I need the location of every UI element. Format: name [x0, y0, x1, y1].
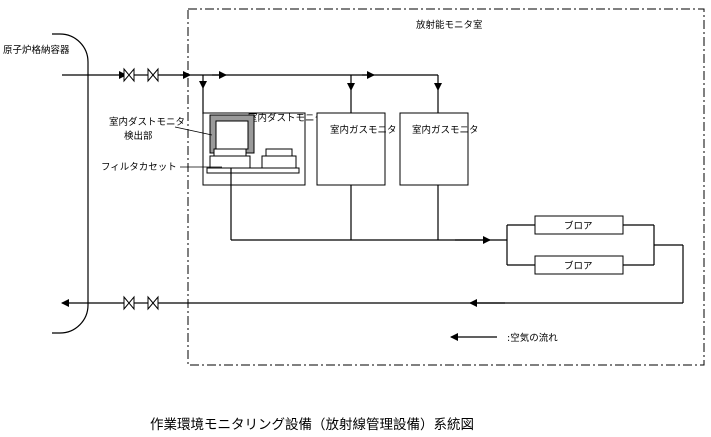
spare-cassette-top [265, 148, 293, 157]
filter-cassette-top [213, 148, 247, 157]
gas-monitor-1-box [316, 112, 386, 186]
gas-monitor-2-box [399, 112, 469, 186]
valve-icon [123, 295, 135, 311]
monitor-room-label: 放射能モニタ室 [416, 19, 483, 31]
blower-2-label: ブロア [564, 260, 593, 272]
gas-monitor-2-label: 室内ガスモニタ [412, 124, 479, 136]
valve-icon [147, 295, 159, 311]
gas-monitor-1-label: 室内ガスモニタ [330, 124, 397, 136]
monitor-room-boundary [187, 8, 705, 366]
legend-label: :空気の流れ [507, 332, 558, 344]
dust-detector-leader [174, 126, 213, 136]
spare-cassette-base [261, 155, 297, 169]
blower-1-label: ブロア [564, 220, 593, 232]
diagram-caption: 作業環境モニタリング設備（放射線管理設備）系統図 [150, 417, 474, 433]
dust-detector-label-line2: 検出部 [124, 130, 153, 142]
valve-icon [147, 67, 159, 83]
filter-cassette-base [209, 155, 251, 169]
containment-label: 原子炉格納容器 [3, 44, 70, 56]
valve-icon [123, 67, 135, 83]
filter-cassette-label: フィルタカセット [101, 162, 177, 173]
detector-window [215, 120, 249, 150]
dust-detector-label-line1: 室内ダストモニタ [109, 116, 185, 128]
dust-monitor-label: 室内ダストモニタ [248, 112, 324, 124]
containment-wall [52, 33, 89, 334]
cassette-shelf [206, 167, 300, 174]
